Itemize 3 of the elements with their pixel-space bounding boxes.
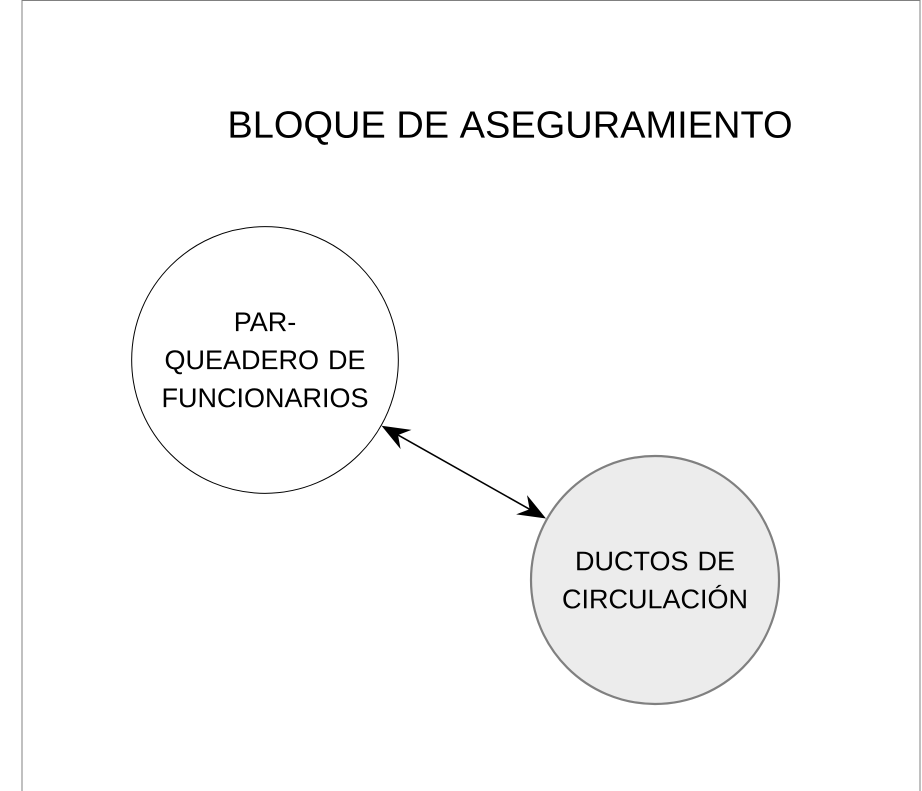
circle-node: DUCTOS DE CIRCULACIÓN	[530, 454, 780, 706]
title: BLOQUE DE ASEGURAMIENTO	[230, 111, 791, 145]
circle-node: PAR- QUEADERO DE FUNCIONARIOS	[131, 226, 399, 494]
